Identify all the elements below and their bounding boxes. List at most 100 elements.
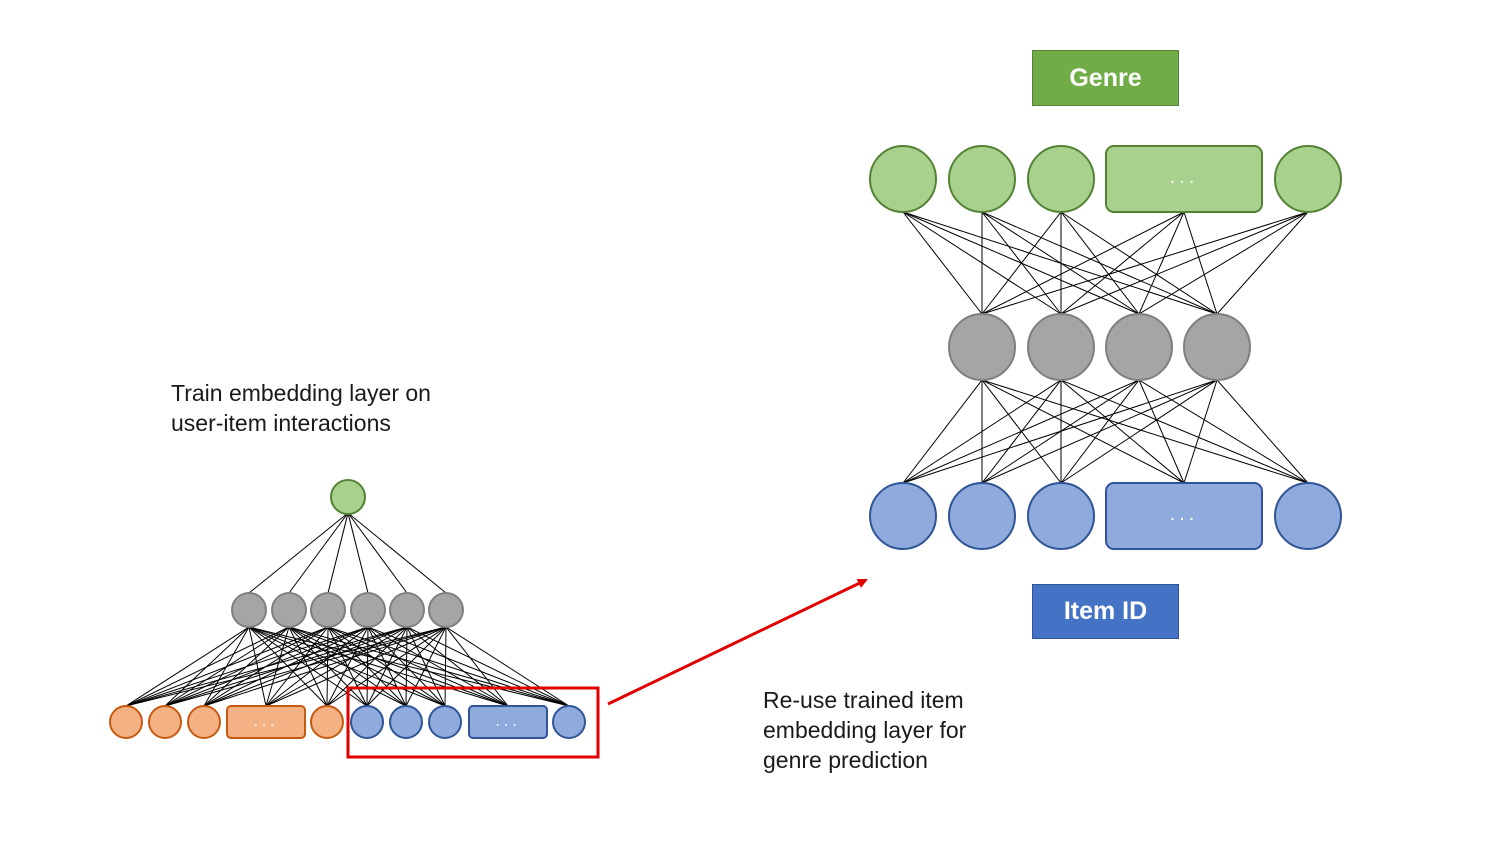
small-edge-top-mid [327, 512, 349, 594]
genre-output-ellipsis-box [1105, 145, 1263, 213]
small-edge-mid-bottom [125, 626, 447, 707]
left-caption: Train embedding layer on user-item inter… [171, 378, 431, 438]
genre-output-node [1274, 145, 1342, 213]
item-embedding-ellipsis-box [1105, 482, 1263, 550]
small-edge-mid-bottom [125, 626, 290, 707]
right-caption-line-1: Re-use trained item [763, 687, 964, 713]
big-hidden-node [1183, 313, 1251, 381]
big-edge-top-mid [1060, 211, 1185, 315]
small-edge-mid-bottom [164, 626, 447, 707]
small-user-input-node [187, 705, 221, 739]
big-edge-mid-bottom [1216, 379, 1309, 484]
big-edge-mid-bottom [981, 379, 1309, 484]
big-edge-mid-bottom [1060, 379, 1309, 484]
small-edge-top-mid [347, 512, 369, 594]
big-network-edges [902, 211, 1309, 484]
big-edge-top-mid [1060, 211, 1218, 315]
genre-output-node [1027, 145, 1095, 213]
small-output-node [330, 479, 366, 515]
big-edge-mid-bottom [981, 379, 1185, 484]
big-edge-top-mid [1060, 211, 1309, 315]
small-edge-mid-bottom [288, 626, 570, 707]
small-item-input-node [428, 705, 462, 739]
left-caption-line-1: Train embedding layer on [171, 380, 431, 406]
small-edge-mid-bottom [366, 626, 447, 707]
small-edge-mid-bottom [405, 626, 447, 707]
item-embedding-ellipsis-box-ellipsis: ... [1170, 503, 1199, 525]
small-edge-mid-bottom [265, 626, 369, 707]
right-caption-line-3: genre prediction [763, 747, 928, 773]
item-id-box: Item ID [1032, 584, 1179, 639]
small-hidden-node [350, 592, 386, 628]
small-edge-mid-bottom [406, 626, 509, 707]
genre-output-ellipsis-box-ellipsis: ... [1170, 166, 1199, 188]
small-user-input-ellipsis-box-ellipsis: ... [253, 713, 278, 730]
big-edge-top-mid [1138, 211, 1309, 315]
small-edge-mid-bottom [125, 626, 250, 707]
small-edge-mid-bottom [125, 626, 369, 707]
small-edge-mid-bottom [288, 626, 509, 707]
small-edge-mid-bottom [327, 626, 509, 707]
small-item-input-node [389, 705, 423, 739]
small-hidden-node [271, 592, 307, 628]
genre-output-node [948, 145, 1016, 213]
small-user-input-node [310, 705, 344, 739]
small-hidden-node [428, 592, 464, 628]
big-edge-top-mid [902, 211, 983, 315]
left-caption-line-2: user-item interactions [171, 410, 391, 436]
big-edge-top-mid [981, 211, 1185, 315]
small-edge-mid-bottom [265, 626, 290, 707]
big-edge-top-mid [1183, 211, 1218, 315]
big-edge-mid-bottom [1060, 379, 1218, 484]
small-edge-mid-bottom [265, 626, 408, 707]
small-hidden-node [310, 592, 346, 628]
big-hidden-node [948, 313, 1016, 381]
small-edge-mid-bottom [445, 626, 509, 707]
small-edge-mid-bottom [367, 626, 570, 707]
big-edge-mid-bottom [1060, 379, 1140, 484]
right-caption-line-2: embedding layer for [763, 717, 967, 743]
small-item-input-ellipsis-box [468, 705, 548, 739]
big-edge-top-mid [1138, 211, 1185, 315]
small-edge-mid-bottom [445, 626, 570, 707]
small-edge-mid-bottom [444, 626, 447, 707]
small-edge-mid-bottom [248, 626, 509, 707]
small-hidden-node [231, 592, 267, 628]
small-edge-mid-bottom [326, 626, 329, 707]
small-network-edges [125, 512, 570, 707]
big-edge-top-mid [981, 211, 1062, 315]
big-edge-mid-bottom [1138, 379, 1185, 484]
small-user-input-ellipsis-box [226, 705, 306, 739]
small-edge-top-mid [248, 512, 349, 594]
small-edge-mid-bottom [265, 626, 447, 707]
small-hidden-node [389, 592, 425, 628]
right-caption: Re-use trained item embedding layer for … [763, 685, 966, 775]
small-edge-top-mid [347, 512, 408, 594]
big-edge-mid-bottom [1183, 379, 1218, 484]
big-edge-top-mid [981, 211, 1309, 315]
small-edge-mid-bottom [265, 626, 329, 707]
small-edge-mid-bottom [248, 626, 267, 707]
big-edge-top-mid [1060, 211, 1140, 315]
small-user-input-node [148, 705, 182, 739]
big-edge-top-mid [1216, 211, 1309, 315]
genre-output-node [869, 145, 937, 213]
big-edge-mid-bottom [1060, 379, 1185, 484]
small-edge-mid-bottom [406, 626, 570, 707]
small-item-input-node [552, 705, 586, 739]
big-edge-mid-bottom [902, 379, 983, 484]
small-edge-mid-bottom [203, 626, 447, 707]
small-user-input-node [109, 705, 143, 739]
network-nodes: ............ [109, 145, 1342, 739]
item-embedding-node [869, 482, 937, 550]
big-edge-mid-bottom [981, 379, 1062, 484]
item-embedding-node [948, 482, 1016, 550]
item-embedding-node [1274, 482, 1342, 550]
item-embedding-highlight-box [346, 686, 600, 759]
small-edge-top-mid [288, 512, 349, 594]
item-embedding-node [1027, 482, 1095, 550]
genre-box: Genre [1032, 50, 1179, 106]
small-edge-mid-bottom [125, 626, 329, 707]
big-edge-mid-bottom [1138, 379, 1309, 484]
